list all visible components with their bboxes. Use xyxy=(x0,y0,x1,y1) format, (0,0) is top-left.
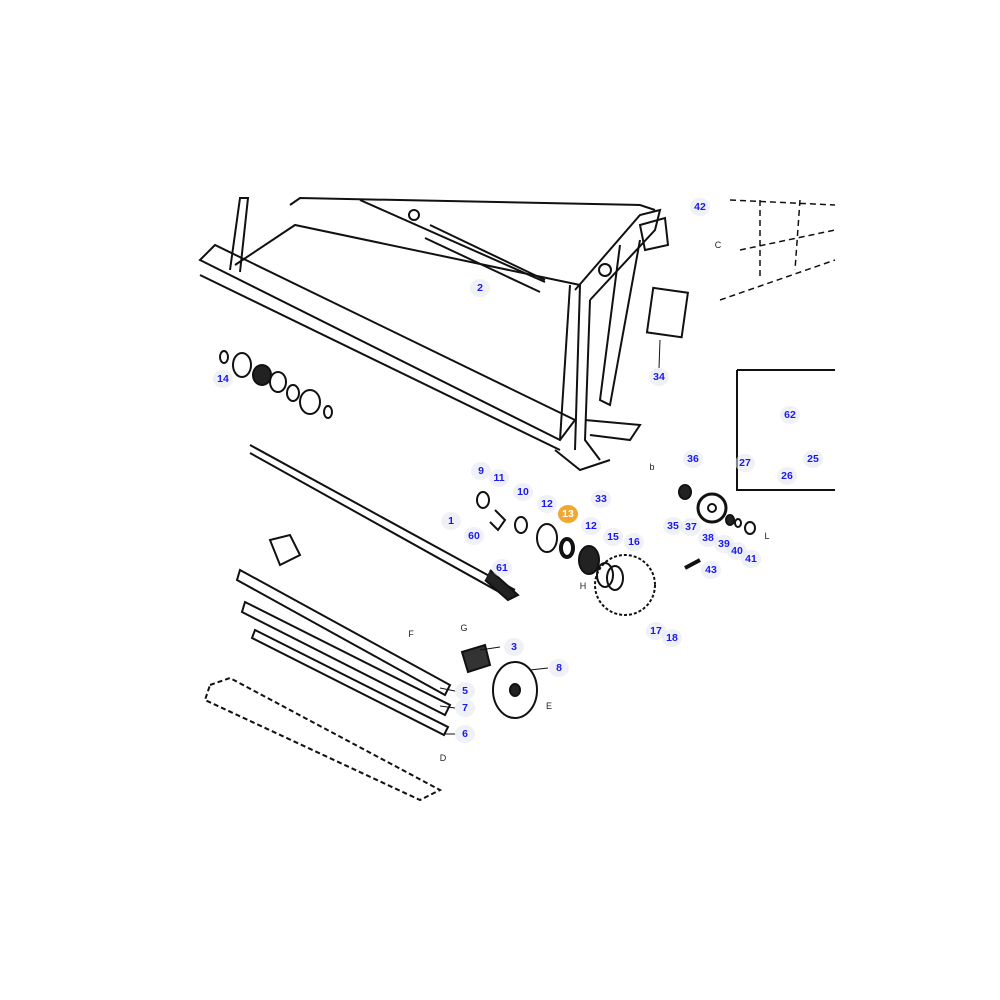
part-label-14[interactable]: 14 xyxy=(213,370,233,388)
part-label-13-selected[interactable]: 13 xyxy=(558,505,578,523)
callout-letter: H xyxy=(579,581,587,591)
part-label-16[interactable]: 16 xyxy=(624,533,644,551)
part-label-12[interactable]: 12 xyxy=(537,495,557,513)
bearing-set-14 xyxy=(219,350,333,419)
sprocket-parts xyxy=(678,484,756,570)
part-label-36[interactable]: 36 xyxy=(683,450,703,468)
part-label-12[interactable]: 12 xyxy=(581,517,601,535)
part-label-38[interactable]: 38 xyxy=(698,529,718,547)
bearing-parts xyxy=(476,491,656,616)
part-label-7[interactable]: 7 xyxy=(455,699,475,717)
part-label-34[interactable]: 34 xyxy=(649,368,669,386)
disc-8 xyxy=(460,643,538,719)
part-label-26[interactable]: 26 xyxy=(777,467,797,485)
part-label-41[interactable]: 41 xyxy=(741,550,761,568)
callout-letter: G xyxy=(460,623,468,633)
part-label-17[interactable]: 17 xyxy=(646,622,666,640)
blade-bars xyxy=(203,533,452,802)
inset-frame xyxy=(736,369,835,491)
part-label-62[interactable]: 62 xyxy=(780,406,800,424)
part-label-11[interactable]: 11 xyxy=(489,469,509,487)
part-label-5[interactable]: 5 xyxy=(455,682,475,700)
callout-letter: C xyxy=(714,240,722,250)
part-label-25[interactable]: 25 xyxy=(803,450,823,468)
part-label-3[interactable]: 3 xyxy=(504,638,524,656)
part-label-61[interactable]: 61 xyxy=(492,559,512,577)
shaft-1 xyxy=(249,444,520,602)
part-label-60[interactable]: 60 xyxy=(464,527,484,545)
callout-letter: F xyxy=(408,629,414,639)
cover-plate-34 xyxy=(645,286,690,339)
callout-letter: b xyxy=(649,462,655,472)
part-label-10[interactable]: 10 xyxy=(513,483,533,501)
part-label-15[interactable]: 15 xyxy=(603,528,623,546)
part-label-8[interactable]: 8 xyxy=(549,659,569,677)
trough-frame xyxy=(198,196,662,472)
part-label-33[interactable]: 33 xyxy=(591,490,611,508)
part-label-1[interactable]: 1 xyxy=(441,512,461,530)
callout-letter: E xyxy=(545,701,553,711)
part-label-43[interactable]: 43 xyxy=(701,561,721,579)
part-label-27[interactable]: 27 xyxy=(735,454,755,472)
part-label-42[interactable]: 42 xyxy=(690,198,710,216)
part-label-37[interactable]: 37 xyxy=(681,518,701,536)
part-label-18[interactable]: 18 xyxy=(662,629,682,647)
part-label-9[interactable]: 9 xyxy=(471,462,491,480)
part-label-35[interactable]: 35 xyxy=(663,517,683,535)
part-label-6[interactable]: 6 xyxy=(455,725,475,743)
callout-letter: L xyxy=(764,531,770,541)
leader-lines xyxy=(439,339,661,735)
part-label-2[interactable]: 2 xyxy=(470,279,490,297)
callout-letter: D xyxy=(439,753,447,763)
bracket-42 xyxy=(638,216,670,252)
side-housing xyxy=(719,199,836,301)
